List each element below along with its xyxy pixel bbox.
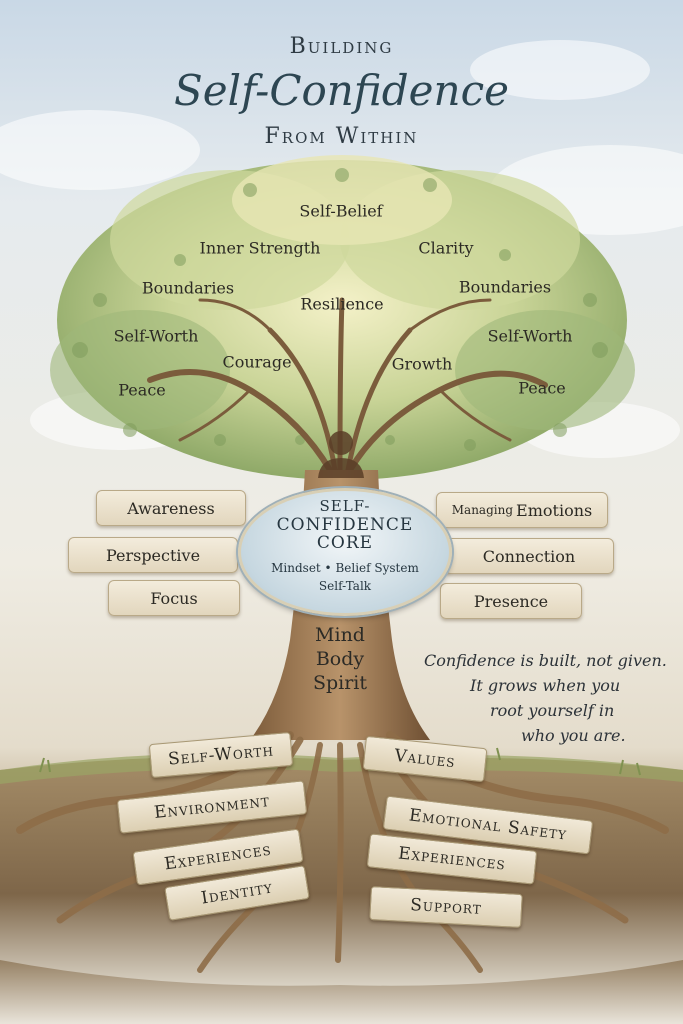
grass — [39, 747, 641, 776]
leaf-label: Resilience — [300, 294, 384, 314]
title-main: Self-Confidence — [174, 66, 509, 115]
title-line-1: Building — [289, 34, 394, 59]
core-line-1: SELF- — [319, 497, 371, 515]
quote-line-1: Confidence is built, not given. — [424, 651, 667, 670]
leaf-label: Self-Worth — [487, 326, 573, 346]
leaf-label: Peace — [518, 378, 566, 398]
branches — [147, 297, 548, 473]
core-line-5: Self-Talk — [318, 579, 372, 593]
ribbon-connection: Connection — [444, 538, 614, 574]
title-line-3: From Within — [264, 124, 419, 149]
quote-line-3: root yourself in — [490, 701, 615, 720]
confidence-core: SELF- CONFIDENCE CORE Mindset • Belief S… — [238, 488, 452, 616]
leaf-label: Boundaries — [458, 277, 552, 297]
leaf-label: Inner Strength — [199, 238, 321, 258]
core-line-3: CORE — [316, 533, 374, 553]
ribbon-emotions-big: Emotions — [516, 500, 593, 520]
ribbon-awareness: Awareness — [96, 490, 246, 526]
trunk-spirit: Spirit — [312, 672, 368, 694]
leaf-label: Courage — [222, 352, 292, 372]
leaf-label: Boundaries — [141, 278, 235, 298]
leaf-label: Clarity — [418, 238, 474, 258]
ribbon-managing-emotions: Managing Emotions — [436, 492, 608, 528]
leaf-label: Peace — [118, 380, 166, 400]
core-line-2: CONFIDENCE — [276, 515, 414, 535]
trunk-body: Body — [315, 648, 365, 670]
leaf-label: Growth — [391, 354, 453, 374]
ribbon-perspective: Perspective — [68, 537, 238, 573]
leaf-label: Self-Belief — [299, 201, 383, 221]
ribbon-focus: Focus — [108, 580, 240, 616]
quote-line-2: It grows when you — [470, 676, 621, 695]
ribbon-managing-small: Managing — [451, 503, 514, 517]
leaf-label: Self-Worth — [113, 326, 199, 346]
person-silhouette-icon — [318, 431, 364, 478]
trunk-mind: Mind — [315, 624, 365, 646]
ribbon-presence: Presence — [440, 583, 582, 619]
quote-line-4: who you are. — [521, 726, 626, 745]
core-line-4: Mindset • Belief System — [271, 561, 419, 575]
